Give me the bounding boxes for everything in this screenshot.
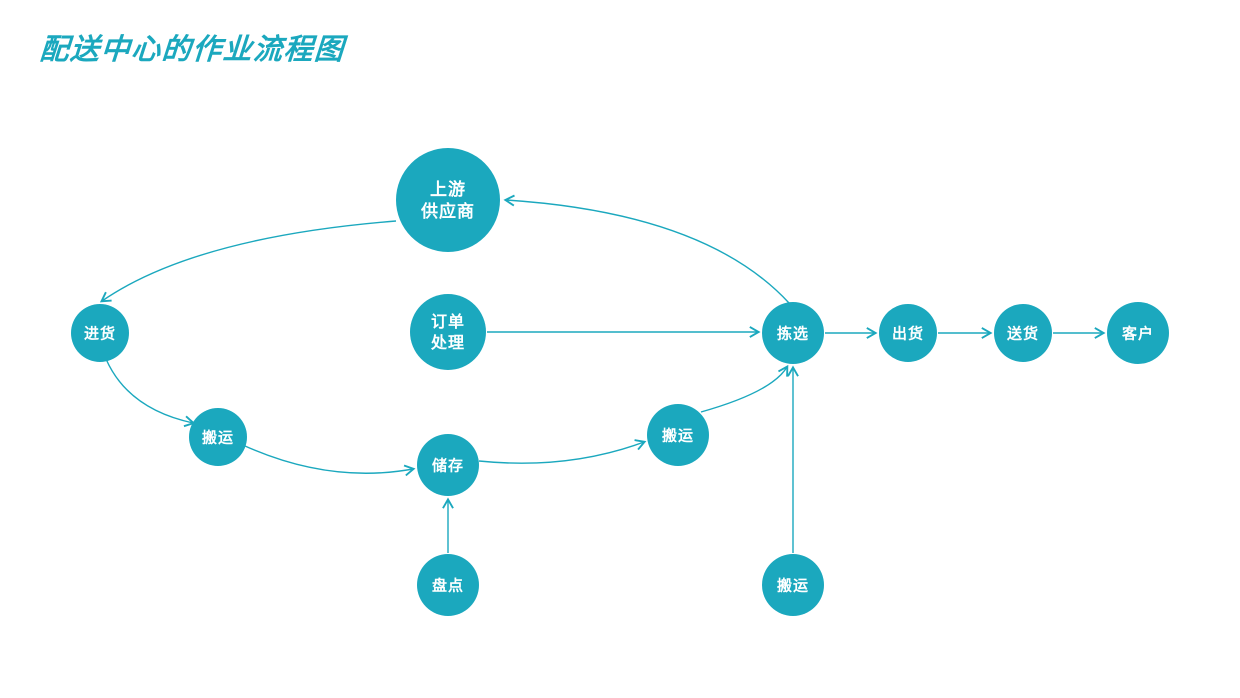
node-circle-transport-3	[762, 554, 824, 616]
node-shipping: 出货	[879, 304, 937, 362]
node-circle-transport-2	[647, 404, 709, 466]
edges-layer	[99, 194, 1106, 553]
node-label-storage: 储存	[432, 456, 464, 474]
node-label-order-processing: 订单处理	[430, 312, 465, 352]
node-label-transport-2: 搬运	[662, 426, 694, 444]
node-label-picking: 拣选	[777, 324, 809, 342]
node-circle-picking	[762, 302, 824, 364]
node-transport-2: 搬运	[647, 404, 709, 466]
node-label-purchase: 进货	[84, 324, 116, 342]
node-label-delivery: 送货	[1006, 324, 1039, 342]
edge-picking-to-supplier	[503, 194, 790, 304]
node-label-customer: 客户	[1121, 324, 1154, 342]
edge-transport-1-to-storage	[244, 445, 416, 477]
node-circle-customer	[1107, 302, 1169, 364]
node-circle-purchase	[71, 304, 129, 362]
node-circle-delivery	[994, 304, 1052, 362]
node-stocktake: 盘点	[417, 554, 479, 616]
node-upstream-supplier: 上游供应商	[396, 148, 500, 252]
node-purchase: 进货	[71, 304, 129, 362]
node-picking: 拣选	[762, 302, 824, 364]
edge-transport-2-to-picking	[700, 364, 789, 413]
node-circle-stocktake	[417, 554, 479, 616]
node-customer: 客户	[1107, 302, 1169, 364]
node-circle-shipping	[879, 304, 937, 362]
node-label-transport-3: 搬运	[777, 576, 809, 594]
node-circle-order-processing	[410, 294, 486, 370]
node-storage: 储存	[417, 434, 479, 496]
edge-supplier-to-purchase	[99, 220, 397, 303]
node-transport-1: 搬运	[189, 408, 247, 466]
node-circle-upstream-supplier	[396, 148, 500, 252]
node-order-processing: 订单处理	[410, 294, 486, 370]
edge-purchase-to-transport-1	[105, 358, 196, 428]
node-label-transport-1: 搬运	[202, 428, 234, 446]
node-label-upstream-supplier: 上游供应商	[420, 179, 475, 221]
node-label-stocktake: 盘点	[432, 576, 464, 594]
edge-storage-to-transport-2	[478, 439, 647, 464]
node-delivery: 送货	[994, 304, 1052, 362]
node-circle-transport-1	[189, 408, 247, 466]
node-circle-storage	[417, 434, 479, 496]
node-transport-3: 搬运	[762, 554, 824, 616]
node-label-shipping: 出货	[892, 324, 924, 342]
